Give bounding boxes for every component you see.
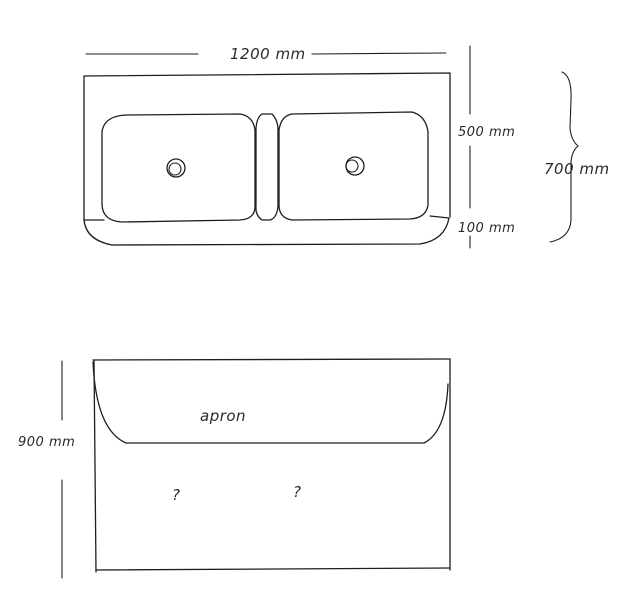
front-view: 900 mm apron ? ?: [18, 358, 451, 579]
bowl-depth-label: 500 mm: [458, 125, 515, 140]
counter-outline-left: [83, 75, 105, 221]
apron-label: apron: [200, 407, 246, 425]
cabinet-bottom-edge: [95, 567, 451, 571]
drain-hole-icon: [166, 158, 186, 178]
width-label: 1200 mm: [230, 45, 306, 63]
counter-front-edge: [83, 215, 450, 246]
unknown-mark-right: ?: [293, 483, 301, 501]
height-label: 900 mm: [18, 435, 75, 450]
cabinet-left-edge: [93, 359, 97, 573]
total-depth-brace: [549, 71, 579, 243]
top-view: 1200 mm 500 mm 100 mm 700 mm: [83, 45, 610, 249]
right-bowl: [278, 111, 429, 221]
bowl-divider: [255, 113, 279, 221]
left-bowl: [101, 113, 256, 223]
front-lip-label: 100 mm: [458, 221, 515, 236]
drain-hole-icon: [345, 156, 365, 176]
total-depth-label: 700 mm: [544, 160, 610, 178]
width-dimension-line-right: [311, 52, 447, 55]
apron-outline: [92, 361, 449, 444]
unknown-mark-left: ?: [172, 486, 180, 504]
cabinet-top-edge: [92, 358, 451, 361]
counter-outline-top-right: [83, 72, 451, 218]
